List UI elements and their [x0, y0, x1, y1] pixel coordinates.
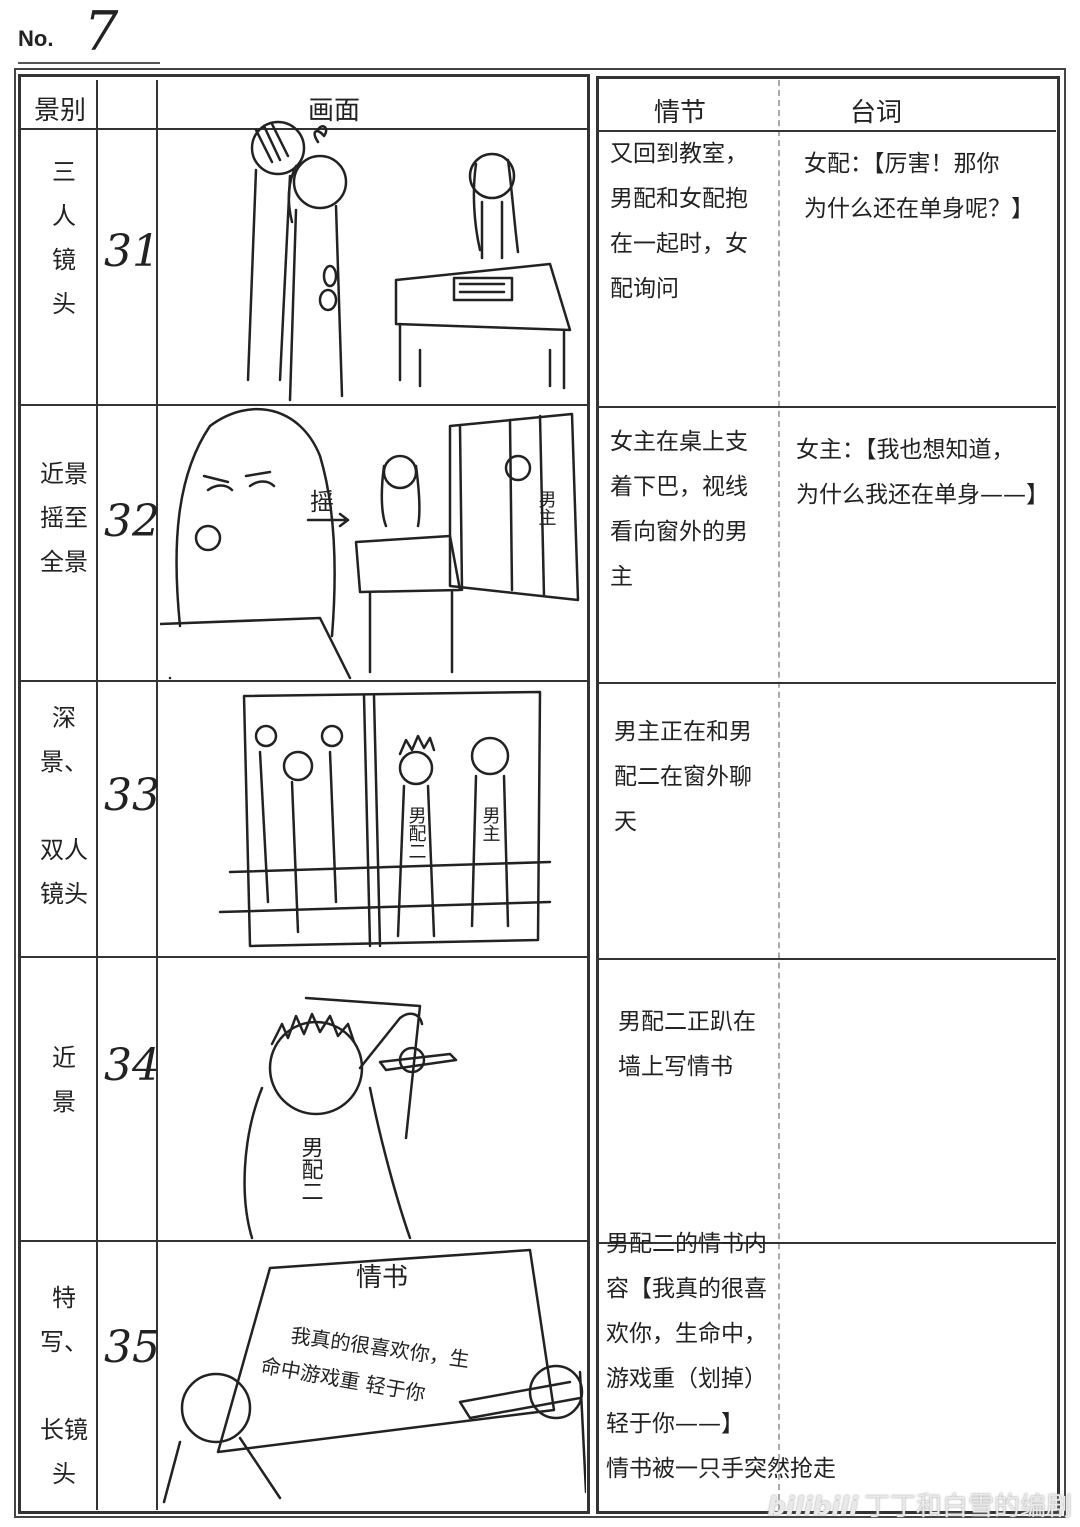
bilibili-logo: bilibili	[767, 1492, 858, 1522]
row-divider	[20, 1240, 588, 1242]
header-dialogue: 台词	[850, 98, 903, 128]
header-shot-type: 景别	[34, 96, 87, 126]
sketch-34: 男配二	[160, 958, 586, 1240]
plot-35: 男配二的情书内 容【我真的很喜 欢你，生命中， 游戏重（划掉） 轻于你——】 情…	[606, 1231, 836, 1482]
watermark-text: 丁丁和白雪的编剧	[863, 1492, 1072, 1522]
row-divider	[598, 130, 1056, 132]
row-divider	[598, 682, 1056, 684]
shot-number-32: 32	[104, 496, 160, 547]
male-second-label: 男配二	[298, 1136, 324, 1202]
page-number-underline	[18, 62, 160, 64]
storyboard-left-table	[18, 74, 590, 1514]
plot-32: 女主在桌上支 着下巴，视线 看向窗外的男 主	[610, 429, 748, 590]
sketch-31	[160, 110, 586, 404]
pan-label: 摇	[310, 488, 334, 516]
male-lead-label: 男主	[536, 490, 557, 526]
shot-type-31: 三 人 镜 头	[52, 158, 76, 318]
letter-title: 情书	[356, 1263, 408, 1293]
shot-type-33: 深景、 双人 镜头	[40, 704, 88, 908]
page-number-label: No.	[18, 26, 54, 51]
sketch-35: 情书 我真的很喜欢你，生 命中游戏重 轻于你	[160, 1242, 588, 1510]
shot-number-34: 34	[104, 1040, 160, 1091]
storyboard-right-table	[596, 76, 1060, 1514]
plot-31: 又回到教室， 男配和女配抱 在一起时，女 配询问	[610, 141, 748, 302]
row-divider	[20, 956, 588, 958]
shot-number-31: 31	[104, 226, 160, 277]
plot-33: 男主正在和男 配二在窗外聊 天	[614, 719, 752, 835]
header-picture: 画面	[308, 96, 361, 126]
dialogue-31: 女配：【厉害！那你 为什么还在单身呢？】	[804, 151, 1034, 222]
row-divider	[598, 406, 1056, 408]
shot-type-32: 近景 摇至 全景	[40, 460, 88, 576]
row-divider	[598, 1242, 1056, 1244]
shot-type-35: 特写、 长镜 头	[40, 1284, 88, 1488]
shot-number-35: 35	[104, 1322, 160, 1373]
page-number-value: 7	[84, 0, 119, 63]
male-second-label: 男配二	[406, 806, 427, 860]
row-divider	[20, 404, 588, 406]
plot-34: 男配二正趴在 墙上写情书	[618, 1009, 756, 1080]
sketch-33: 男配二 男主	[160, 682, 586, 956]
dialogue-32: 女主：【我也想知道， 为什么我还在单身——】	[796, 437, 1049, 508]
header-plot: 情节	[654, 98, 707, 128]
male-lead-label: 男主	[480, 806, 501, 842]
row-divider	[20, 128, 588, 130]
outer-border	[14, 68, 1066, 1518]
shot-number-33: 33	[104, 770, 160, 821]
column-divider	[96, 80, 98, 1510]
sketch-32: 摇 男主	[158, 406, 586, 680]
plot-dialogue-divider	[778, 80, 780, 1510]
shot-type-34: 近 景	[52, 1044, 76, 1116]
column-divider	[156, 80, 158, 1510]
row-divider	[598, 958, 1056, 960]
row-divider	[20, 680, 588, 682]
